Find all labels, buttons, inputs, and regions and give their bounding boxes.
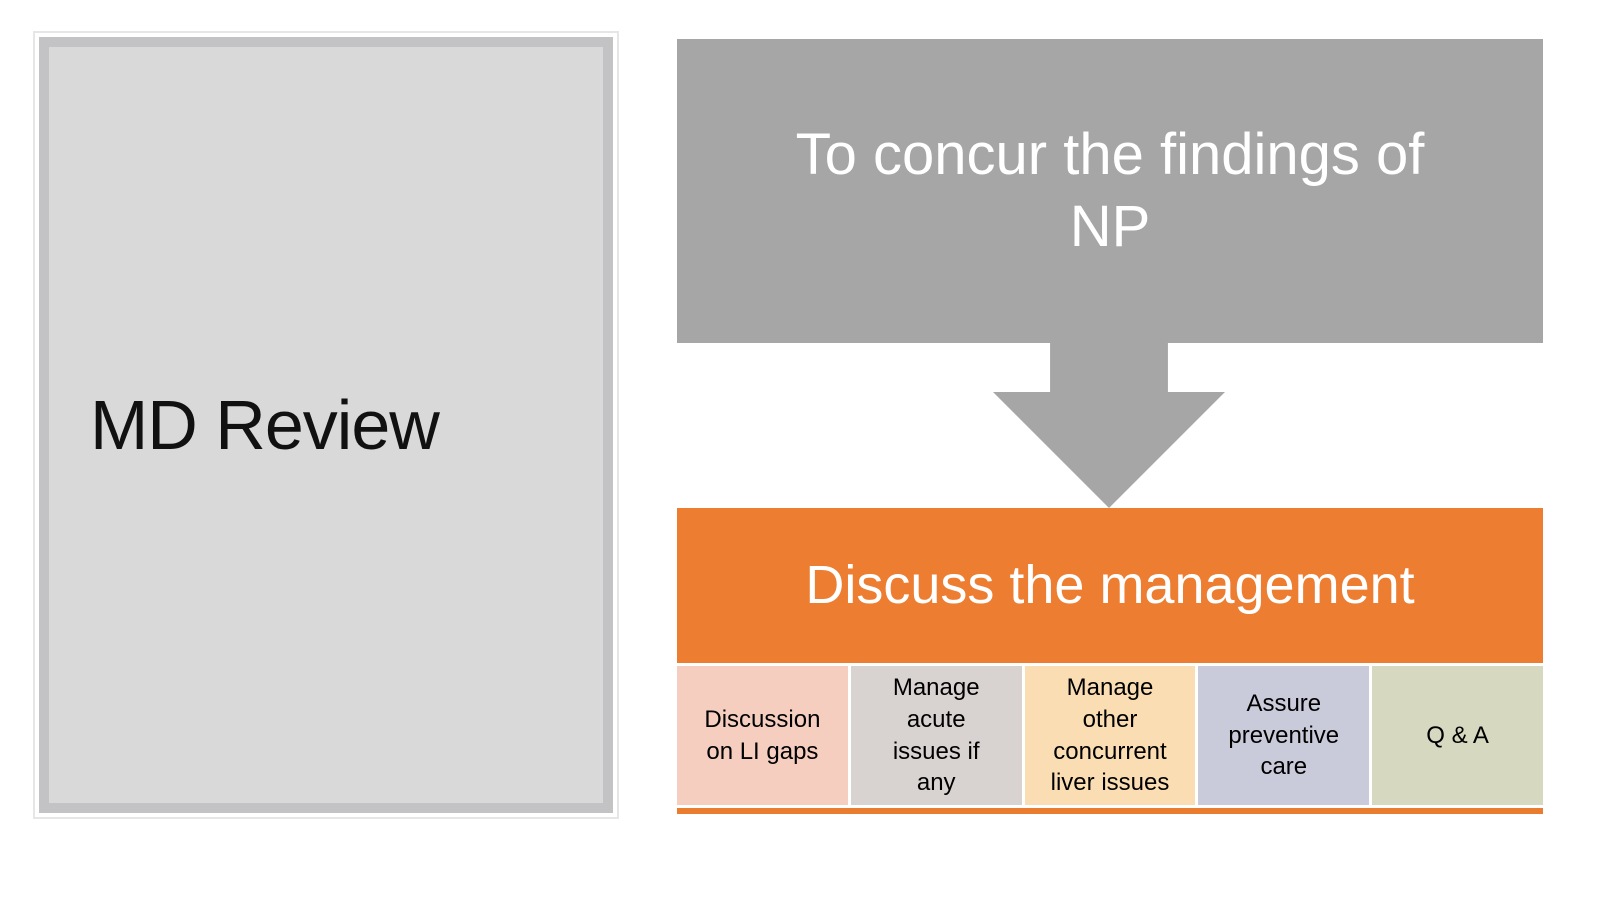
md-review-panel-fill: MD Review [39, 37, 613, 813]
discuss-management-label: Discuss the management [805, 554, 1415, 615]
topic-q-and-a: Q & A [1372, 666, 1543, 805]
discuss-management-box: Discuss the management [677, 508, 1543, 663]
topic-manage-acute-issues-label: Manage acute issues if any [892, 674, 980, 797]
topic-assure-preventive-care-label: Assure preventive care [1228, 689, 1340, 781]
bottom-accent-strip [677, 808, 1543, 814]
md-review-panel: MD Review [33, 31, 619, 819]
down-arrow-icon [993, 343, 1225, 508]
md-review-title: MD Review [90, 386, 440, 464]
management-topics-row: Discussion on LI gaps Manage acute issue… [677, 666, 1543, 805]
topic-manage-liver-issues-label: Manage other concurrent liver issues [1050, 674, 1170, 797]
topic-q-and-a-label: Q & A [1426, 721, 1489, 749]
concur-findings-label: To concur the findings of NP [795, 121, 1425, 260]
topic-discussion-li-gaps: Discussion on LI gaps [677, 666, 848, 805]
topic-manage-acute-issues: Manage acute issues if any [850, 666, 1022, 805]
topic-discussion-li-gaps-label: Discussion on LI gaps [704, 705, 821, 765]
concur-findings-box: To concur the findings of NP [677, 39, 1543, 343]
topic-assure-preventive-care: Assure preventive care [1198, 666, 1370, 805]
topic-manage-liver-issues: Manage other concurrent liver issues [1024, 666, 1196, 805]
